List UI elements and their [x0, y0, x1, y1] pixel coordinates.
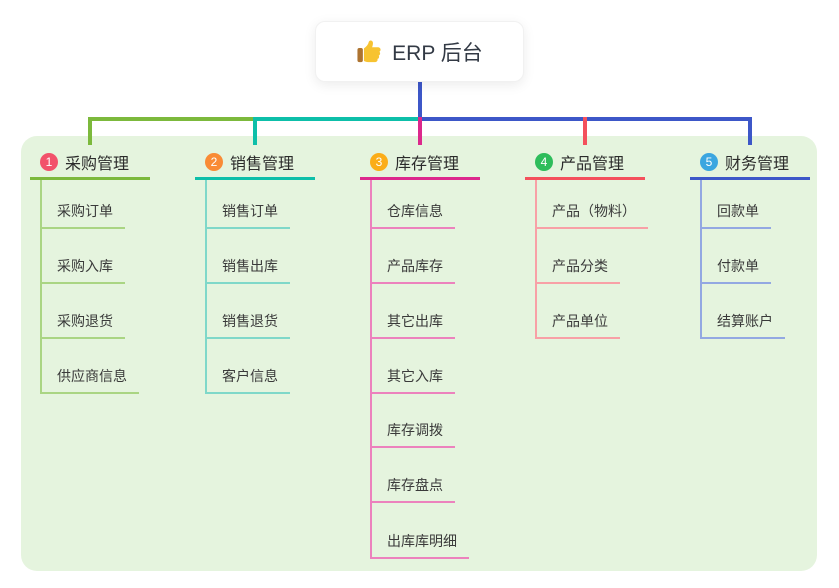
child-node-item[interactable]: 供应商信息 — [40, 362, 139, 394]
branch-drop-line — [748, 117, 752, 145]
branch-badge: 5 — [700, 153, 718, 171]
child-node-item[interactable]: 其它入库 — [370, 362, 455, 394]
branch-drop-line — [418, 117, 422, 145]
child-node-item[interactable]: 仓库信息 — [370, 197, 455, 229]
child-node-item[interactable]: 产品分类 — [535, 252, 620, 284]
root-node-erp[interactable]: ERP 后台 — [315, 21, 524, 82]
branch-header-3[interactable]: 3 库存管理 — [360, 147, 480, 180]
branch-label: 销售管理 — [230, 156, 295, 173]
child-node-item[interactable]: 结算账户 — [700, 307, 785, 339]
mindmap-panel — [21, 136, 817, 571]
branch-label: 财务管理 — [725, 156, 790, 173]
child-connector-line — [370, 180, 372, 559]
child-connector-line — [205, 180, 207, 394]
child-connector-line — [535, 180, 537, 339]
child-node-item[interactable]: 回款单 — [700, 197, 771, 229]
child-connector-line — [700, 180, 702, 339]
child-node-item[interactable]: 销售订单 — [205, 197, 290, 229]
bus-segment — [88, 117, 257, 121]
branch-label: 库存管理 — [395, 156, 460, 173]
root-stem-line — [418, 82, 422, 121]
child-node-item[interactable]: 产品（物料） — [535, 197, 648, 229]
child-node-item[interactable]: 库存调拨 — [370, 416, 455, 448]
child-node-item[interactable]: 产品库存 — [370, 252, 455, 284]
thumbs-up-icon — [357, 39, 381, 62]
child-node-item[interactable]: 客户信息 — [205, 362, 290, 394]
branch-badge: 1 — [40, 153, 58, 171]
bus-segment — [253, 117, 422, 121]
branch-drop-line — [583, 117, 587, 145]
branch-badge: 3 — [370, 153, 388, 171]
child-node-item[interactable]: 销售出库 — [205, 252, 290, 284]
branch-header-5[interactable]: 5 财务管理 — [690, 147, 810, 180]
branch-header-4[interactable]: 4 产品管理 — [525, 147, 645, 180]
root-label: ERP 后台 — [392, 41, 483, 65]
child-node-item[interactable]: 库存盘点 — [370, 471, 455, 503]
branch-badge: 2 — [205, 153, 223, 171]
branch-label: 采购管理 — [65, 156, 130, 173]
branch-label: 产品管理 — [560, 156, 625, 173]
branch-badge: 4 — [535, 153, 553, 171]
child-node-item[interactable]: 出库库明细 — [370, 527, 469, 559]
child-node-item[interactable]: 其它出库 — [370, 307, 455, 339]
child-node-item[interactable]: 付款单 — [700, 252, 771, 284]
branch-drop-line — [88, 117, 92, 145]
child-node-item[interactable]: 采购订单 — [40, 197, 125, 229]
child-node-item[interactable]: 产品单位 — [535, 307, 620, 339]
branch-header-1[interactable]: 1 采购管理 — [30, 147, 150, 180]
child-node-item[interactable]: 采购退货 — [40, 307, 125, 339]
branch-header-2[interactable]: 2 销售管理 — [195, 147, 315, 180]
child-node-item[interactable]: 销售退货 — [205, 307, 290, 339]
child-node-item[interactable]: 采购入库 — [40, 252, 125, 284]
child-connector-line — [40, 180, 42, 394]
branch-drop-line — [253, 117, 257, 145]
